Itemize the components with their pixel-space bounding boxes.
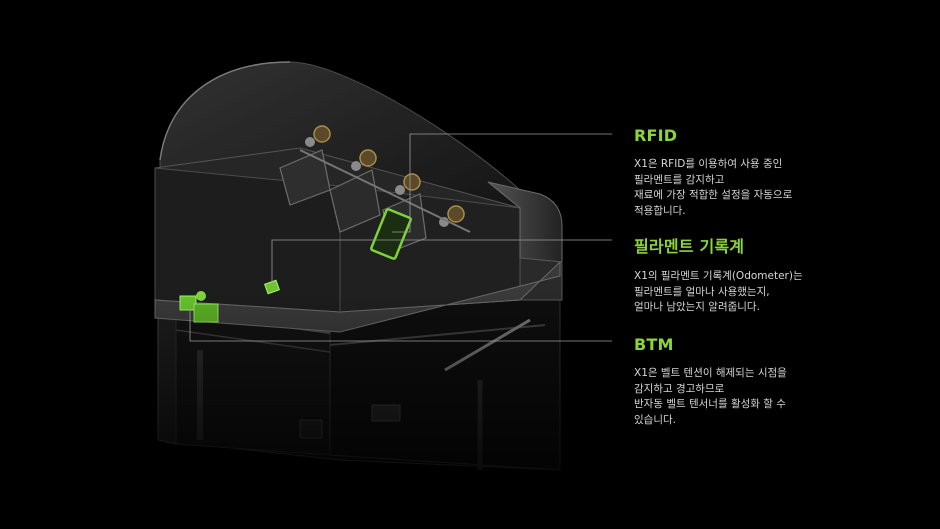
feature-title: 필라멘트 기록계 xyxy=(634,233,924,257)
feature-odometer: 필라멘트 기록계 X1의 필라멘트 기록계(Odometer)는 필라멘트를 얼… xyxy=(634,233,924,316)
feature-btm: BTM X1은 벨트 텐션이 해제되는 시점을 감지하고 경고하므로 반자동 벨… xyxy=(634,335,924,428)
feature-description: X1은 벨트 텐션이 해제되는 시점을 감지하고 경고하므로 반자동 벨트 텐서… xyxy=(634,366,924,428)
feature-title: BTM xyxy=(634,335,924,354)
feature-description: X1의 필라멘트 기록계(Odometer)는 필라멘트를 얼마나 사용했는지,… xyxy=(634,269,924,316)
feature-description: X1은 RFID를 이용하여 사용 중인 필라멘트를 감지하고 재료에 가장 적… xyxy=(634,157,924,219)
feature-title: RFID xyxy=(634,126,924,145)
feature-rfid: RFID X1은 RFID를 이용하여 사용 중인 필라멘트를 감지하고 재료에… xyxy=(634,126,924,219)
